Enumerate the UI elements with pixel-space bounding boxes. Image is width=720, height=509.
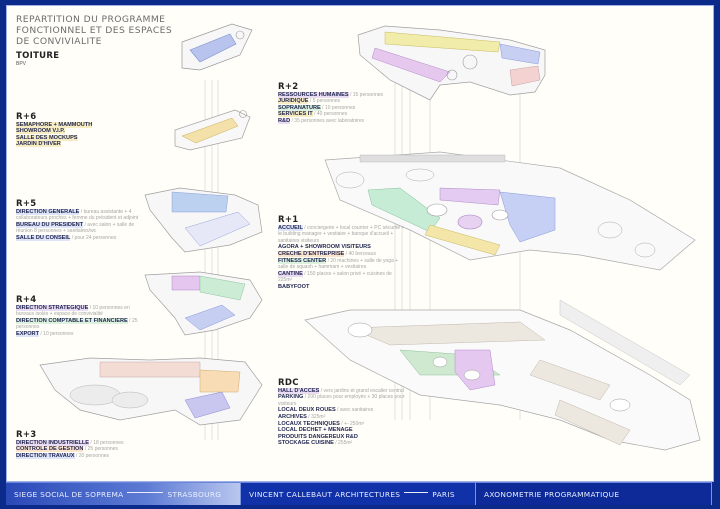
- level-item: SHOWROOM V.I.P.: [16, 128, 65, 135]
- level-item: CONTROLE DE GESTION / 25 personnes: [16, 446, 118, 453]
- level-item: SEMAPHORE + MAMMOUTH: [16, 121, 93, 128]
- level-item: BUREAU DU PRESIDENT / avec salon + salle…: [16, 221, 135, 235]
- level-r4: R+4 DIRECTION STRATEGIQUE / 10 personnes…: [16, 295, 144, 338]
- level-r5: R+5 DIRECTION GENERALE / bureau assistan…: [16, 199, 144, 242]
- level-r3: R+3 DIRECTION INDUSTRIELLE / 18 personne…: [16, 430, 156, 459]
- level-heading: R+5: [16, 199, 37, 209]
- level-heading: RDC: [278, 378, 299, 388]
- plan-r4: [144, 271, 263, 336]
- level-item: ARCHIVES / 325m²: [278, 413, 326, 420]
- level-item: DIRECTION INDUSTRIELLE / 18 personnes: [16, 439, 124, 446]
- plan-rdc: [304, 299, 701, 451]
- plan-r1: [324, 151, 696, 271]
- plan-r2: [357, 25, 546, 101]
- level-r1: R+1 ACCUEIL / conciergerie + local courr…: [278, 215, 406, 291]
- level-item: AGORA + SHOWROOM VISITEURS: [278, 244, 371, 251]
- sheet-title: REPARTITION DU PROGRAMME FONCTIONNEL ET …: [16, 14, 173, 47]
- level-item: JARDIN D'HIVER: [16, 141, 61, 148]
- level-item: DIRECTION COMPTABLE ET FINANCIERE / 25 p…: [16, 317, 138, 331]
- plan-r3: [39, 357, 263, 426]
- level-heading: R+6: [16, 112, 37, 122]
- level-item: RESSOURCES HUMAINES / 15 personnes: [278, 91, 384, 98]
- level-item: LOCAL DEUX ROUES / avec sanitaires: [278, 407, 374, 414]
- level-item: BPV: [16, 60, 27, 67]
- separator-line: [404, 491, 429, 493]
- level-item: JURIDIQUE / 5 personnes: [278, 98, 341, 105]
- level-heading: TOITURE: [16, 51, 60, 61]
- level-item: SALLE DES MOCKUPS: [16, 134, 78, 141]
- level-item: DIRECTION TRAVAUX / 20 personnes: [16, 452, 109, 459]
- level-item: DIRECTION GENERALE / bureau assistante +…: [16, 208, 139, 222]
- level-item: PRODUITS DANGEREUX R&D: [278, 433, 358, 440]
- level-item: SALLE DU CONSEIL / pour 24 personnes: [16, 234, 117, 241]
- level-item: STOCKAGE CUISINE / 255m²: [278, 440, 353, 447]
- plan-r6: [174, 109, 251, 151]
- title-block-drawing: AXONOMETRIE PROGRAMMATIQUE: [476, 483, 712, 505]
- level-rdc: RDC HALL D'ACCES / vers jardins et grand…: [278, 378, 408, 447]
- level-item: EXPORT / 10 personnes: [16, 330, 74, 337]
- level-item: HALL D'ACCES / vers jardins et grand esc…: [278, 387, 404, 394]
- level-toiture: TOITURE BPV: [16, 51, 166, 67]
- level-item: SOPRANATURE / 10 personnes: [278, 104, 356, 111]
- level-item: R&D / 35 personnes avec laboratoires: [278, 117, 365, 124]
- level-item: CANTINE / 150 places + salon privé + cui…: [278, 270, 392, 284]
- separator-line: [127, 491, 164, 493]
- level-r6: R+6 SEMAPHORE + MAMMOUTH SHOWROOM V.I.P.…: [16, 112, 166, 148]
- level-heading: R+1: [278, 215, 299, 225]
- level-r2: R+2 RESSOURCES HUMAINES / 15 personnes J…: [278, 82, 418, 125]
- level-item: SERVICES IT / 40 personnes: [278, 111, 348, 118]
- level-item: LOCAL DECHET + MENAGE: [278, 427, 353, 434]
- level-item: BABYFOOT: [278, 283, 310, 290]
- plan-toiture: [181, 23, 253, 71]
- plan-r5: [144, 187, 263, 253]
- level-item: ACCUEIL / conciergerie + local courrier …: [278, 224, 405, 244]
- level-item: CRECHE D'ENTREPRISE / 40 berceaux: [278, 250, 376, 257]
- level-item: DIRECTION STRATEGIQUE / 10 personnes en …: [16, 304, 130, 318]
- level-item: PARKING / 200 places pour employés + 30 …: [278, 394, 405, 407]
- level-heading: R+2: [278, 82, 299, 92]
- level-item: LOCAUX TECHNIQUES / +- 250m²: [278, 420, 365, 427]
- level-heading: R+4: [16, 295, 37, 305]
- level-heading: R+3: [16, 430, 37, 440]
- level-item: FITNESS CENTER / 20 machines + salle de …: [278, 257, 399, 271]
